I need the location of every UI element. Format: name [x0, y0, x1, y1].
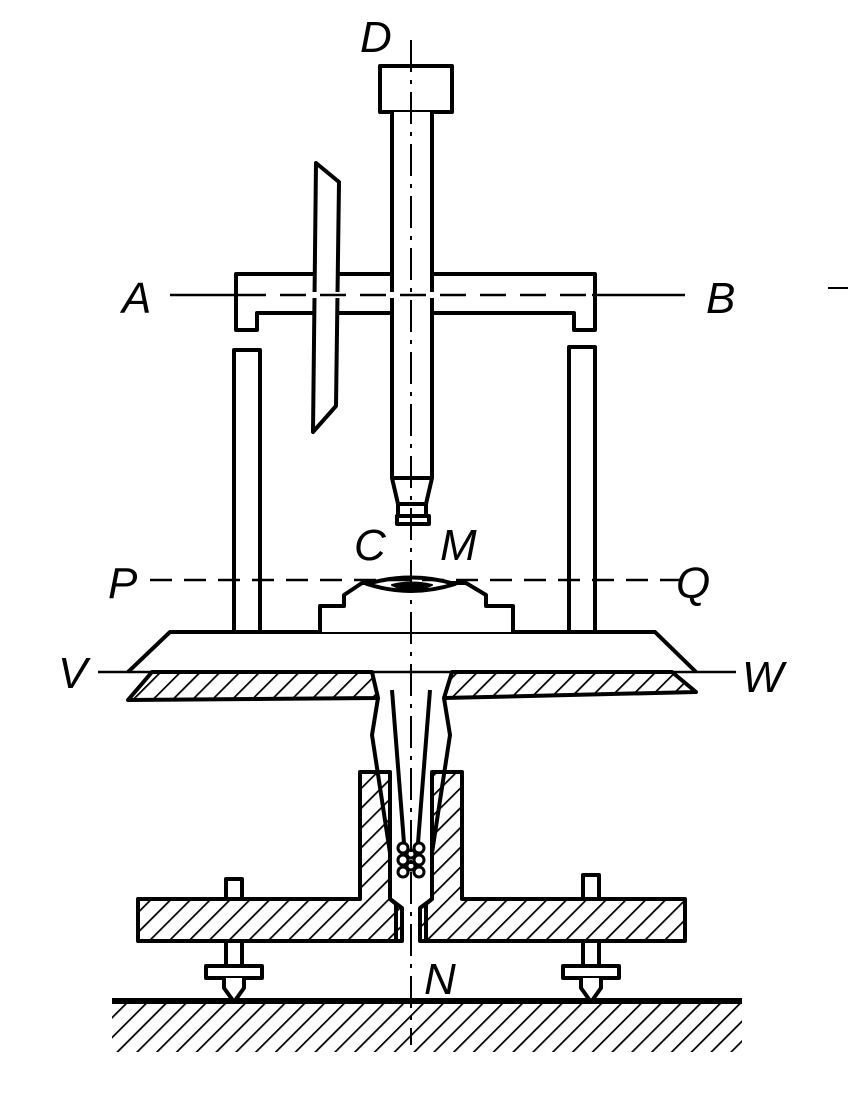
label-p: P	[108, 559, 138, 608]
label-c: C	[354, 521, 387, 570]
pillar-left	[232, 348, 262, 634]
leveling-screw-left	[204, 877, 264, 1004]
ground	[112, 998, 742, 1052]
label-a: A	[119, 274, 151, 323]
turntable	[126, 630, 698, 702]
reference-lines	[98, 40, 848, 1045]
label-v: V	[58, 649, 91, 698]
label-q: Q	[676, 559, 710, 608]
leveling-screw-right	[561, 873, 621, 1004]
label-m: M	[440, 521, 477, 570]
label-d: D	[360, 13, 392, 62]
pillar-right	[567, 345, 597, 634]
label-b: B	[706, 274, 735, 323]
label-n: N	[424, 955, 456, 1004]
label-w: W	[742, 653, 787, 702]
conical-spindle	[370, 689, 452, 941]
